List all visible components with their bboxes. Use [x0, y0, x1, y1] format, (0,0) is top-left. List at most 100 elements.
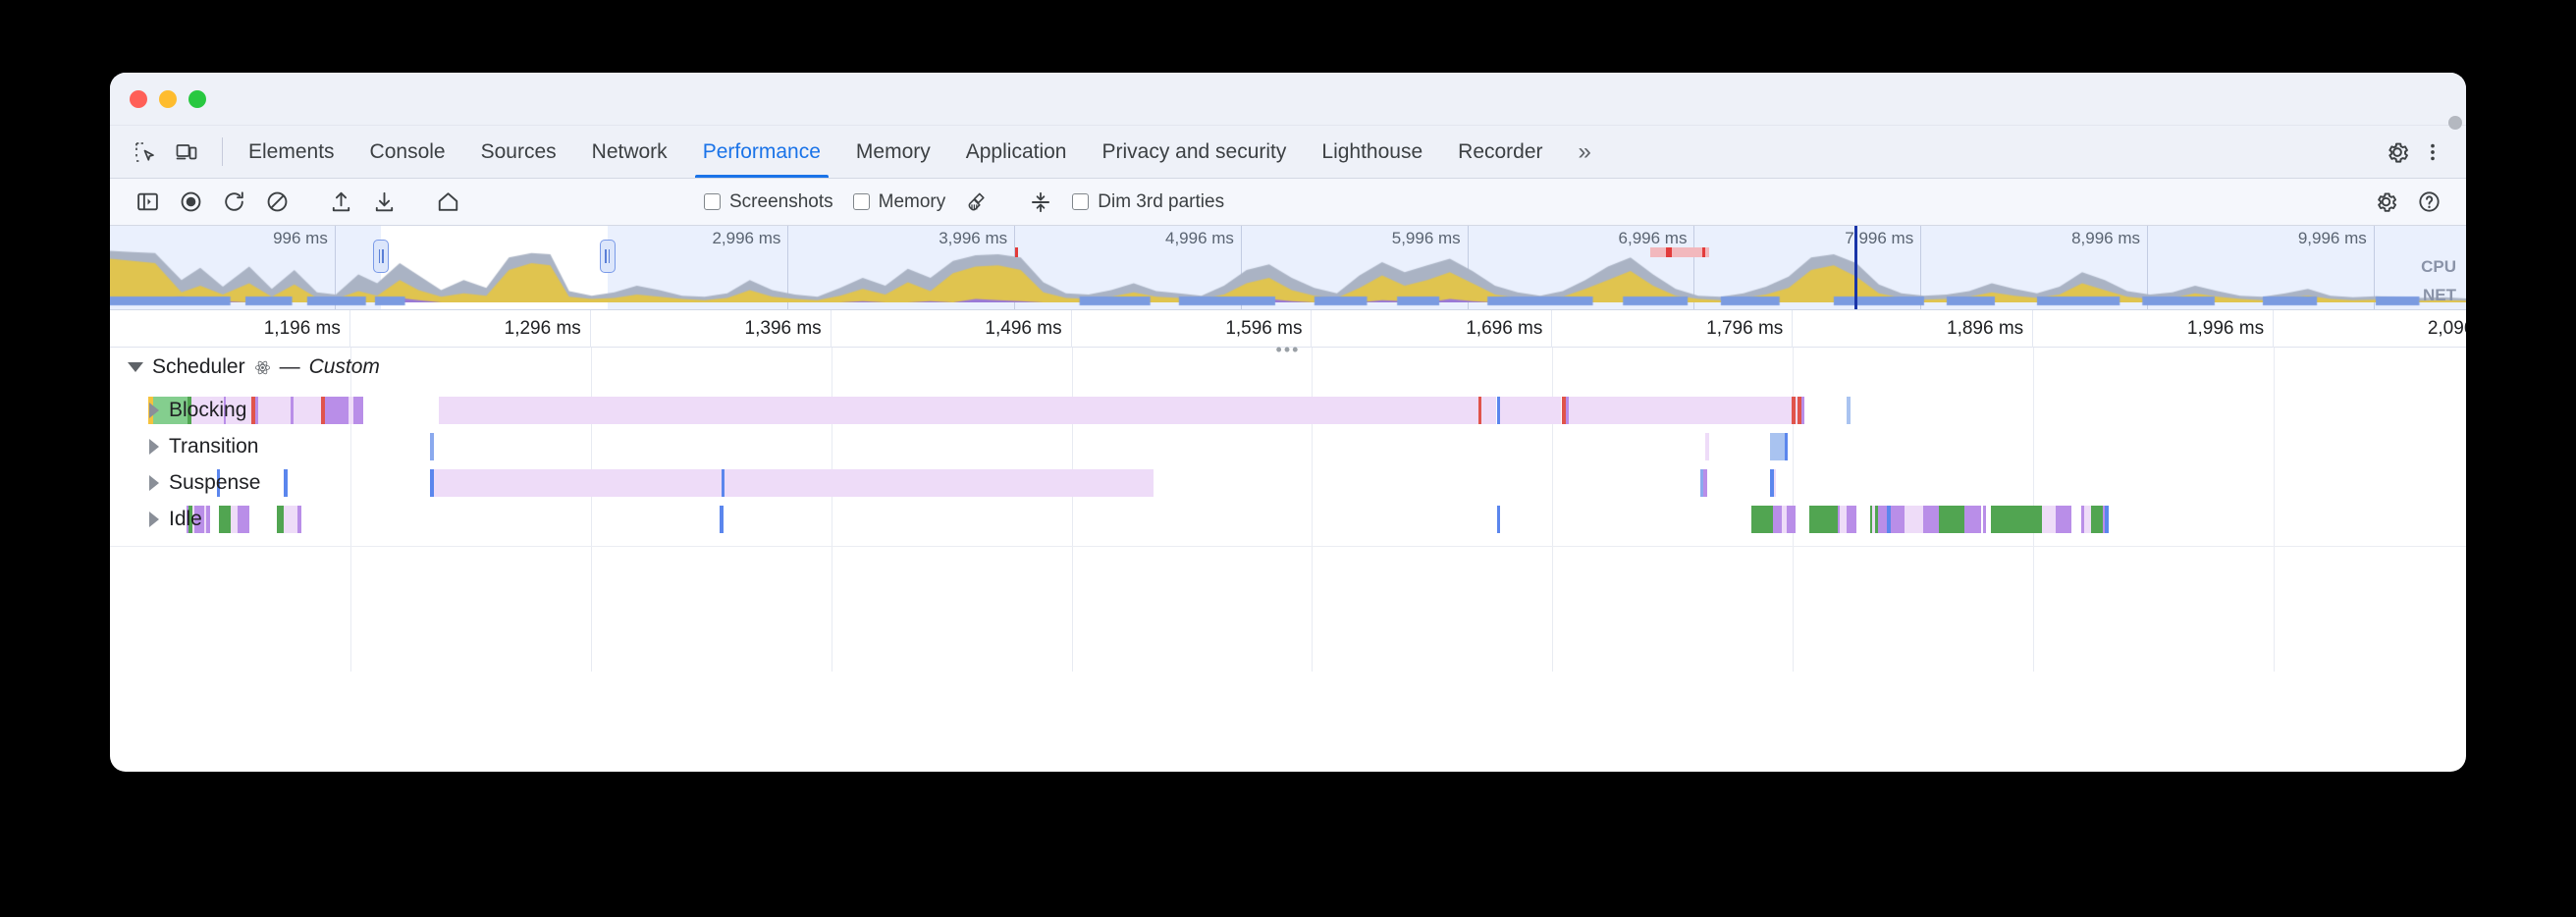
chevron-right-icon[interactable] — [149, 475, 159, 491]
flame-bar-suspense[interactable] — [216, 469, 221, 497]
flame-bar-idle[interactable] — [1872, 506, 1875, 533]
flame-bar-transition[interactable] — [1784, 433, 1788, 460]
flame-bar-idle[interactable] — [1782, 506, 1787, 533]
flame-bar-idle[interactable] — [1922, 506, 1940, 533]
gear-icon[interactable] — [2380, 135, 2415, 170]
flame-bar-idle[interactable] — [297, 506, 301, 533]
flame-bar-idle[interactable] — [192, 506, 195, 533]
flame-bar-suspense[interactable] — [1770, 469, 1775, 497]
tab-elements[interactable]: Elements — [248, 139, 335, 163]
flame-bar-blocking[interactable] — [1569, 397, 1793, 424]
flame-bar-blocking[interactable] — [188, 397, 191, 424]
flame-bar-suspense[interactable] — [429, 469, 434, 497]
flame-bar-idle[interactable] — [2055, 506, 2072, 533]
collapse-tracks-icon[interactable] — [1024, 186, 1057, 219]
flame-bar-idle[interactable] — [1772, 506, 1783, 533]
flame-bar-idle[interactable] — [186, 506, 189, 533]
flame-bar-suspense[interactable] — [433, 469, 722, 497]
flame-bar-idle[interactable] — [1939, 506, 1965, 533]
tab-privacy-and-security[interactable]: Privacy and security — [1101, 139, 1287, 163]
tab-memory[interactable]: Memory — [855, 139, 931, 163]
flame-bar-idle[interactable] — [277, 506, 285, 533]
flame-bar-suspense[interactable] — [721, 469, 724, 497]
chevron-right-icon[interactable] — [149, 439, 159, 455]
flame-bar-idle[interactable] — [188, 506, 193, 533]
flame-bar-transition[interactable] — [1705, 433, 1709, 460]
track-row-blocking[interactable]: Blocking — [149, 399, 246, 422]
flame-bar-blocking[interactable] — [353, 397, 356, 424]
flame-bar-blocking[interactable] — [325, 397, 329, 424]
flame-bar-idle[interactable] — [2091, 506, 2104, 533]
kebab-menu-icon[interactable] — [2415, 135, 2450, 170]
maximize-window-button[interactable] — [188, 89, 206, 108]
flame-bar-idle[interactable] — [2105, 506, 2109, 533]
home-icon[interactable] — [431, 186, 464, 219]
flame-bar-blocking[interactable] — [1561, 397, 1566, 424]
flame-bar-blocking[interactable] — [1800, 397, 1805, 424]
more-tabs-icon[interactable]: » — [1578, 137, 1591, 165]
memory-checkbox[interactable]: Memory — [852, 191, 945, 213]
flame-bar-idle[interactable] — [284, 506, 298, 533]
record-icon[interactable] — [174, 186, 207, 219]
flame-bar-idle[interactable] — [1904, 506, 1923, 533]
flame-bar-idle[interactable] — [230, 506, 238, 533]
flame-bar-suspense[interactable] — [284, 469, 289, 497]
screenshots-checkbox[interactable]: Screenshots — [704, 191, 833, 213]
flame-bar-idle[interactable] — [1887, 506, 1891, 533]
toggle-sidebar-icon[interactable] — [131, 186, 164, 219]
flame-bar-blocking[interactable] — [1795, 397, 1798, 424]
track-row-suspense[interactable]: Suspense — [149, 471, 260, 495]
flame-bar-idle[interactable] — [1849, 506, 1856, 533]
flame-bar-blocking[interactable] — [328, 397, 349, 424]
close-window-button[interactable] — [130, 89, 147, 108]
flame-bar-blocking[interactable] — [294, 397, 322, 424]
download-icon[interactable] — [367, 186, 401, 219]
reload-record-icon[interactable] — [217, 186, 250, 219]
minimize-window-button[interactable] — [159, 89, 177, 108]
track-group-scheduler[interactable]: Scheduler — Custom — [128, 355, 380, 379]
selection-handle-right[interactable] — [599, 240, 616, 273]
tab-application[interactable]: Application — [965, 139, 1067, 163]
flame-bar-idle[interactable] — [2084, 506, 2092, 533]
flame-bar-idle[interactable] — [1877, 506, 1888, 533]
flame-bar-blocking[interactable] — [349, 397, 354, 424]
chevron-down-icon[interactable] — [128, 362, 143, 372]
tab-sources[interactable]: Sources — [480, 139, 557, 163]
flame-bar-idle[interactable] — [219, 506, 231, 533]
flame-bar-blocking[interactable] — [226, 397, 252, 424]
flame-bar-idle[interactable] — [237, 506, 249, 533]
flame-bar-idle[interactable] — [1874, 506, 1878, 533]
track-row-transition[interactable]: Transition — [149, 435, 258, 458]
flame-bar-idle[interactable] — [205, 506, 210, 533]
flame-bar-blocking[interactable] — [1481, 397, 1496, 424]
device-toolbar-icon[interactable] — [169, 135, 204, 170]
flame-bar-idle[interactable] — [1751, 506, 1773, 533]
flame-bar-blocking[interactable] — [258, 397, 292, 424]
flame-bar-idle[interactable] — [1983, 506, 1987, 533]
track-row-idle[interactable]: Idle — [149, 508, 202, 531]
flame-bar-blocking[interactable] — [251, 397, 255, 424]
flame-bar-blocking[interactable] — [1496, 397, 1501, 424]
flame-bar-idle[interactable] — [1837, 506, 1841, 533]
flame-bar-suspense[interactable] — [1774, 469, 1777, 497]
upload-icon[interactable] — [324, 186, 357, 219]
flame-bar-blocking[interactable] — [321, 397, 326, 424]
flame-bar-transition[interactable] — [429, 433, 435, 460]
flame-bar-idle[interactable] — [1847, 506, 1850, 533]
flame-bar-blocking[interactable] — [1477, 397, 1482, 424]
flame-bar-transition[interactable] — [1774, 433, 1785, 460]
capture-settings-gear-icon[interactable] — [2369, 186, 2402, 219]
chevron-right-icon[interactable] — [149, 403, 159, 418]
flame-bar-suspense[interactable] — [1703, 469, 1708, 497]
flame-bar-blocking[interactable] — [1847, 397, 1852, 424]
clear-icon[interactable] — [260, 186, 294, 219]
flame-bar-blocking[interactable] — [223, 397, 227, 424]
flame-bar-blocking[interactable] — [355, 397, 363, 424]
selection-handle-left[interactable] — [373, 240, 389, 273]
flame-bar-blocking[interactable] — [1792, 397, 1796, 424]
help-icon[interactable] — [2412, 186, 2445, 219]
tab-network[interactable]: Network — [591, 139, 668, 163]
